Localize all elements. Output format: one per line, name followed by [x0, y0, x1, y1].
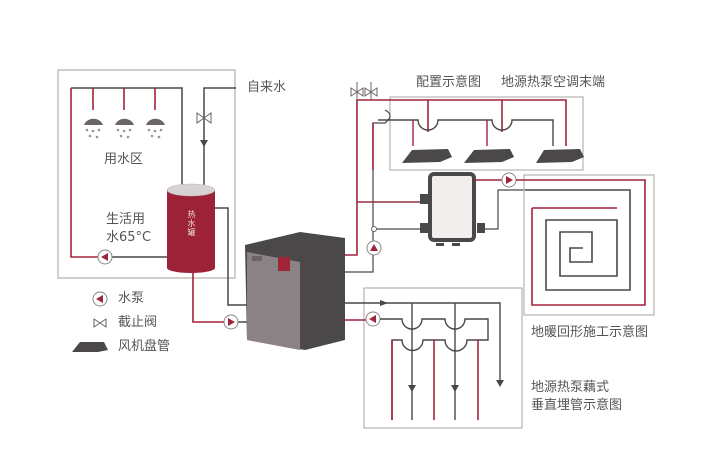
vertical-pipe-label-1: 地源热泵藕式	[531, 380, 610, 395]
stop-valve-icon	[196, 112, 212, 124]
legend-label: 水泵	[118, 291, 145, 306]
heat-exchanger	[420, 172, 485, 246]
tank-label: 热水罐	[187, 210, 196, 237]
dhw-loop-pipe-red	[70, 88, 100, 258]
shower-heads	[84, 88, 165, 139]
ground-supply-pipe	[345, 302, 501, 380]
tap-water-label: 自来水	[247, 80, 287, 95]
ac-terminal-frame	[389, 96, 584, 171]
ac-terminal-label: 地源热泵空调末端	[501, 75, 606, 90]
legend-item: 水泵	[60, 290, 200, 310]
water-use-zone-label: 用水区	[104, 152, 144, 167]
floor-heating-spiral	[516, 179, 646, 306]
water-use-zone-frame	[57, 69, 236, 279]
legend-item: 风机盘管	[60, 338, 200, 358]
pump-icon	[366, 240, 382, 256]
domestic-water-label-2: 水65°C	[106, 230, 152, 245]
shower-head-icon	[146, 118, 165, 125]
legend-label: 截止阀	[118, 315, 158, 330]
stop-valve-icon	[93, 318, 107, 328]
shower-head-icon	[115, 118, 134, 125]
ground-loop-frame	[363, 287, 523, 429]
shower-head-icon	[84, 118, 103, 125]
pump-icon	[92, 291, 108, 307]
dhw-loop-pipe-dark	[71, 87, 183, 190]
domestic-water-label-1: 生活用	[106, 212, 146, 227]
fan-coil-icon	[72, 342, 108, 352]
ac-return-pipe	[345, 109, 391, 273]
fan-coil-icon	[402, 149, 584, 163]
legend-label: 风机盘管	[118, 339, 171, 354]
pump-icon	[365, 311, 381, 327]
config-diagram-label: 配置示意图	[416, 75, 482, 90]
hot-water-tank	[166, 183, 216, 273]
legend: 水泵 截止阀 风机盘管	[60, 290, 200, 365]
stop-valve-icon	[350, 82, 378, 100]
vertical-pipe-label-2: 垂直埋管示意图	[531, 398, 623, 413]
tap-water-pipe	[203, 87, 236, 190]
legend-item: 截止阀	[60, 314, 200, 334]
floor-heating-label: 地暖回形施工示意图	[531, 325, 649, 340]
pump-icon	[223, 314, 239, 330]
flow-arrow-icon	[200, 140, 208, 147]
floor-heating-frame	[523, 174, 655, 316]
heat-pump-unit	[245, 232, 345, 350]
pump-icon	[97, 249, 113, 265]
pump-icon	[501, 172, 517, 188]
tank-to-unit-pipe-dark	[215, 207, 248, 306]
tank-to-unit-pipe-red	[192, 273, 225, 323]
